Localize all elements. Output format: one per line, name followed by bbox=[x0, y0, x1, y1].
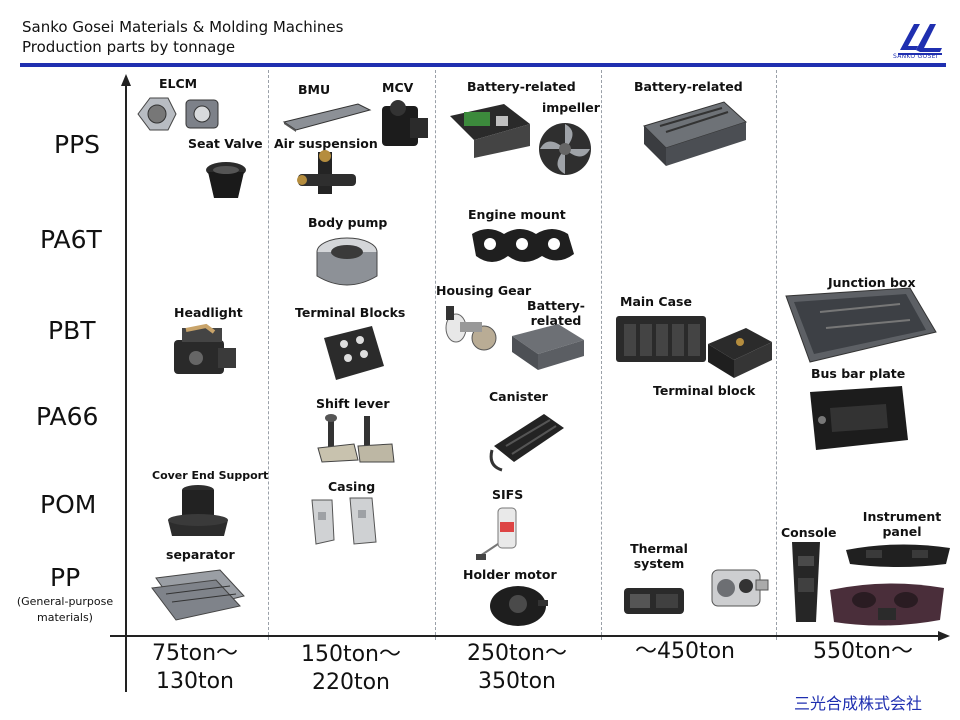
part-label-casing: Casing bbox=[328, 479, 376, 494]
part-label-canister: Canister bbox=[489, 389, 548, 404]
material-pp-note-2: materials) bbox=[37, 611, 93, 624]
main-case-part-icon bbox=[616, 316, 706, 362]
part-label-line: system bbox=[633, 556, 685, 571]
part-label-thermal-system: Thermal system bbox=[628, 541, 690, 571]
part-label-elcm: ELCM bbox=[159, 76, 198, 91]
part-label-junction-box: Junction box bbox=[828, 275, 916, 290]
holder-motor-part-icon bbox=[490, 586, 548, 626]
thermal-valve-part-icon bbox=[711, 569, 769, 607]
terminal-block-part-icon bbox=[708, 328, 772, 378]
logo-text: SANKO GOSEI bbox=[893, 53, 938, 60]
seat-valve-part-icon bbox=[206, 162, 246, 198]
tonnage-line: 250ton～ bbox=[466, 641, 568, 666]
part-label-battery-related-3: Battery-related bbox=[634, 79, 743, 94]
page-title: Sanko Gosei Materials & Molding Machines bbox=[22, 18, 344, 36]
tonnage-150-220: 150ton～ 220ton bbox=[286, 641, 416, 697]
part-label-bmu: BMU bbox=[298, 82, 331, 97]
material-pp-note-1: (General-purpose bbox=[16, 595, 114, 608]
part-label-main-case: Main Case bbox=[620, 294, 692, 309]
tonnage-line: 130ton bbox=[155, 669, 235, 694]
column-separator bbox=[268, 70, 269, 640]
sanko-gosei-logo-icon bbox=[898, 24, 942, 55]
part-label-body-pump: Body pump bbox=[308, 215, 388, 230]
column-separator bbox=[776, 70, 777, 640]
part-label-headlight: Headlight bbox=[174, 305, 243, 320]
separator-part-icon bbox=[151, 569, 245, 621]
part-label-terminal-blocks: Terminal Blocks bbox=[295, 305, 406, 320]
column-separator bbox=[435, 70, 436, 640]
part-label-instrument-panel: Instrument panel bbox=[856, 509, 948, 539]
bus-bar-plate-part-icon bbox=[810, 386, 908, 450]
engine-mount-part-icon bbox=[472, 229, 574, 262]
part-label-housing-gear: Housing Gear bbox=[436, 283, 532, 298]
part-label-seat-valve: Seat Valve bbox=[188, 136, 263, 151]
company-name: 三光合成株式会社 bbox=[794, 694, 923, 713]
dashboard-part-icon bbox=[830, 583, 944, 626]
body-pump-part-icon bbox=[316, 237, 378, 286]
part-label-line: panel bbox=[882, 524, 922, 539]
air-suspension-part-icon bbox=[297, 150, 356, 194]
part-label-battery-related-1: Battery-related bbox=[467, 79, 576, 94]
terminal-blocks-part-icon bbox=[324, 326, 384, 380]
instrument-panel-part-icon bbox=[846, 544, 950, 567]
part-label-holder-motor: Holder motor bbox=[463, 567, 557, 582]
elcm-part-icon bbox=[137, 97, 219, 131]
canister-part-icon bbox=[489, 414, 564, 472]
battery-related-case-part-icon bbox=[512, 324, 584, 370]
part-label-line: related bbox=[530, 313, 582, 328]
material-pom: POM bbox=[40, 490, 97, 519]
tonnage-line: 550ton～ bbox=[812, 639, 914, 664]
part-label-shift-lever: Shift lever bbox=[316, 396, 390, 411]
part-label-air-suspension: Air suspension bbox=[274, 136, 378, 151]
headlight-part-icon bbox=[174, 323, 236, 374]
shift-lever-part-icon bbox=[317, 414, 395, 463]
part-label-bus-bar-plate: Bus bar plate bbox=[811, 366, 906, 381]
part-label-line: Battery- bbox=[527, 298, 585, 313]
part-label-mcv: MCV bbox=[382, 80, 414, 95]
part-label-separator: separator bbox=[166, 547, 235, 562]
part-label-terminal-block: Terminal block bbox=[653, 383, 756, 398]
part-label-cover-end-support: Cover End Support bbox=[152, 469, 269, 482]
tonnage-line: 75ton～ bbox=[151, 641, 239, 666]
housing-gear-part-icon bbox=[445, 306, 497, 351]
tonnage-line: 220ton bbox=[311, 670, 391, 695]
tonnage-250-350: 250ton～ 350ton bbox=[452, 640, 582, 696]
part-label-sifs: SIFS bbox=[492, 487, 524, 502]
cover-end-support-part-icon bbox=[168, 485, 228, 536]
part-label-battery-related-2: Battery- related bbox=[520, 298, 592, 328]
tonnage-line: 350ton bbox=[477, 669, 557, 694]
material-pbt: PBT bbox=[48, 316, 96, 345]
part-label-line: Thermal bbox=[630, 541, 688, 556]
part-label-line: Instrument bbox=[862, 509, 942, 524]
part-label-impeller: impeller bbox=[542, 100, 600, 115]
material-pa6t: PA6T bbox=[40, 225, 102, 254]
thermal-system-part-icon bbox=[624, 588, 684, 614]
casing-part-icon bbox=[311, 497, 377, 545]
battery-related-part-icon bbox=[450, 104, 530, 158]
tonnage-450: ～450ton bbox=[620, 638, 750, 666]
tonnage-line: 150ton～ bbox=[300, 642, 402, 667]
console-part-icon bbox=[792, 542, 820, 622]
page-subtitle: Production parts by tonnage bbox=[22, 38, 236, 56]
part-label-engine-mount: Engine mount bbox=[468, 207, 566, 222]
sifs-part-icon bbox=[476, 507, 517, 560]
battery-module-part-icon bbox=[643, 101, 747, 166]
tonnage-550: 550ton～ bbox=[798, 638, 928, 666]
material-pa66: PA66 bbox=[36, 402, 99, 431]
material-pps: PPS bbox=[54, 130, 101, 159]
part-label-console: Console bbox=[781, 525, 837, 540]
impeller-part-icon bbox=[539, 123, 591, 175]
tonnage-line: ～450ton bbox=[634, 639, 736, 664]
mcv-part-icon bbox=[382, 100, 428, 146]
column-separator bbox=[601, 70, 602, 640]
tonnage-75-130: 75ton～ 130ton bbox=[130, 640, 260, 696]
bmu-part-icon bbox=[282, 103, 372, 132]
junction-box-part-icon bbox=[785, 287, 937, 363]
material-pp: PP bbox=[50, 563, 81, 592]
header-divider bbox=[20, 63, 946, 67]
